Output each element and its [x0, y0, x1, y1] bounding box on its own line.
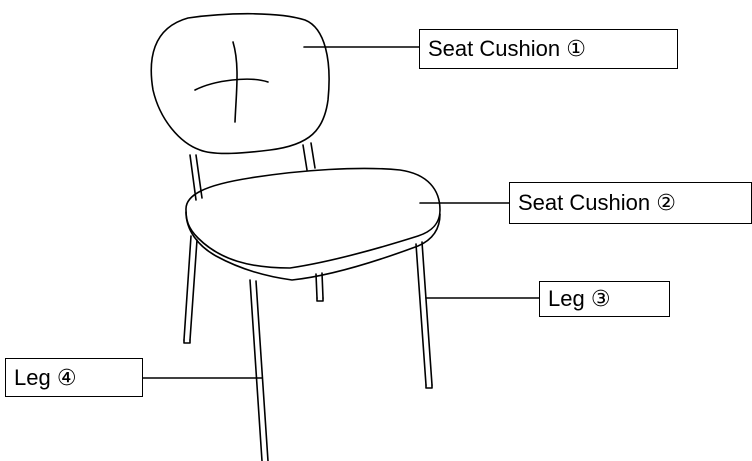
leg-front-right	[415, 241, 433, 389]
seat-cushion	[185, 167, 441, 281]
leg-back-left	[183, 235, 198, 344]
back-posts	[189, 142, 316, 201]
backrest	[150, 12, 330, 155]
label-seat-cushion-1: Seat Cushion ①	[419, 29, 678, 69]
label-seat-cushion-2-text: Seat Cushion ②	[518, 190, 676, 215]
label-leg-4: Leg ④	[5, 358, 143, 397]
label-leg-4-text: Leg ④	[14, 364, 77, 390]
leg-front-left	[249, 279, 269, 461]
label-leg-3: Leg ③	[539, 281, 670, 317]
leg-back-right	[315, 272, 324, 302]
label-leg-3-text: Leg ③	[548, 286, 611, 311]
label-seat-cushion-1-text: Seat Cushion ①	[428, 36, 586, 61]
label-seat-cushion-2: Seat Cushion ②	[509, 182, 752, 224]
